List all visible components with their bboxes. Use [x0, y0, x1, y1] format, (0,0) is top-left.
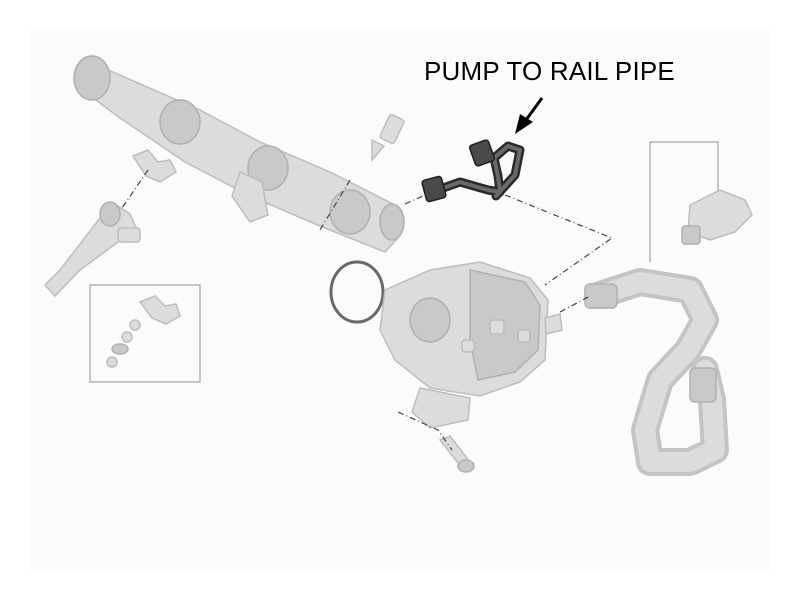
high-pressure-pump [379, 261, 563, 429]
injector-clip [131, 149, 177, 183]
pump-to-rail-pipe-callout: PUMP TO RAIL PIPE [424, 56, 675, 86]
pump-to-rail-pipe [421, 139, 525, 203]
mounting-bolt [438, 435, 475, 473]
o-ring [329, 260, 385, 324]
pipe-fitting-rail-end [421, 175, 447, 203]
fuel-injector [43, 201, 141, 298]
hose-clip-inset [649, 141, 753, 262]
fuel-rail [73, 55, 405, 253]
pressure-sensor [371, 114, 405, 163]
pipe-fitting-pump-end [468, 139, 496, 167]
callout-arrow [515, 97, 544, 134]
low-pressure-fuel-hose [584, 268, 729, 476]
leader-lines [121, 169, 614, 451]
seal-kit-inset [89, 284, 201, 383]
